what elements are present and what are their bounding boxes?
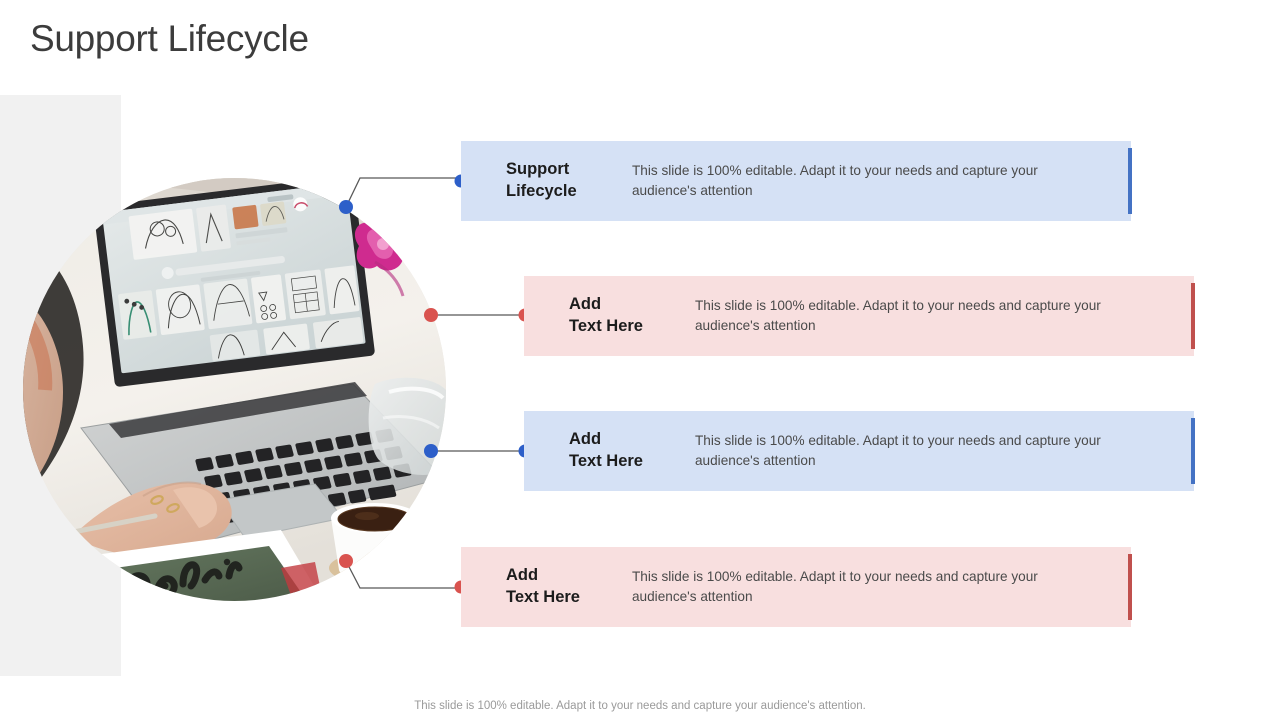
card-accent-bar-2 <box>1191 283 1195 349</box>
card-label-3: Add Text Here <box>569 430 643 470</box>
content-card-2[interactable]: Add Text Here This slide is 100% editabl… <box>524 276 1194 356</box>
content-card-1[interactable]: Support Lifecycle This slide is 100% edi… <box>461 141 1131 221</box>
page-title: Support Lifecycle <box>30 18 309 59</box>
card-accent-bar-4 <box>1128 554 1132 620</box>
workspace-photo <box>23 178 446 601</box>
card-label-4: Add Text Here <box>506 566 580 606</box>
content-card-3[interactable]: Add Text Here This slide is 100% editabl… <box>524 411 1194 491</box>
card-body-3: This slide is 100% editable. Adapt it to… <box>695 433 1101 468</box>
connector-row-1 <box>339 174 468 214</box>
connector-row-2 <box>424 308 532 322</box>
card-label-1: Support Lifecycle <box>506 160 577 200</box>
card-body-4: This slide is 100% editable. Adapt it to… <box>632 569 1038 604</box>
card-accent-bar-1 <box>1128 148 1132 214</box>
footer-note: This slide is 100% editable. Adapt it to… <box>414 700 866 712</box>
card-label-2: Add Text Here <box>569 295 643 335</box>
card-body-1: This slide is 100% editable. Adapt it to… <box>632 163 1038 198</box>
card-body-2: This slide is 100% editable. Adapt it to… <box>695 298 1101 333</box>
content-card-4[interactable]: Add Text Here This slide is 100% editabl… <box>461 547 1131 627</box>
workspace-photo-graphic <box>23 178 446 601</box>
card-accent-bar-3 <box>1191 418 1195 484</box>
connector-row-3 <box>424 444 532 458</box>
